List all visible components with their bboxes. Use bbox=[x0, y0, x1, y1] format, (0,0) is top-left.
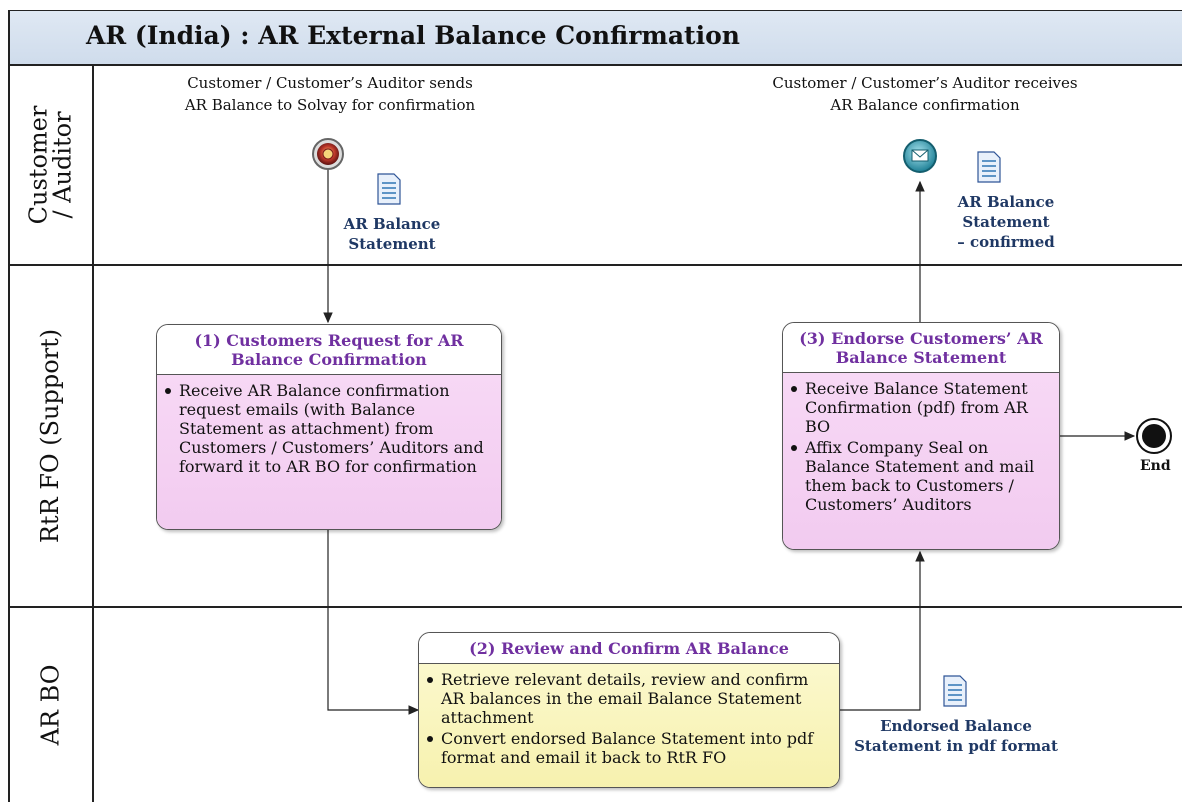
doc-label-line: AR Balance bbox=[957, 193, 1055, 211]
step-3-task: (3) Endorse Customers’ AR Balance Statem… bbox=[782, 322, 1060, 550]
doc-label-ar-balance-confirmed: AR Balance Statement – confirmed bbox=[946, 192, 1066, 252]
end-event-label: End bbox=[1140, 458, 1171, 474]
flow-step1-to-step2 bbox=[327, 530, 420, 715]
lane-divider-2 bbox=[8, 606, 1182, 608]
start-event-icon bbox=[312, 138, 344, 170]
diagram-title: AR (India) : AR External Balance Confirm… bbox=[86, 21, 740, 50]
start-event-caption: Customer / Customer’s Auditor sends AR B… bbox=[170, 72, 490, 116]
step-2-bullet: Retrieve relevant details, review and co… bbox=[425, 670, 831, 727]
lane-header-divider bbox=[92, 66, 94, 802]
step-3-bullet: Affix Company Seal on Balance Statement … bbox=[789, 438, 1051, 514]
step-1-body: Receive AR Balance confirmation request … bbox=[157, 375, 501, 529]
title-bar: AR (India) : AR External Balance Confirm… bbox=[8, 10, 1182, 66]
document-icon bbox=[377, 173, 401, 205]
step-1-bullet: Receive AR Balance confirmation request … bbox=[163, 381, 493, 476]
step-3-bullet: Receive Balance Statement Confirmation (… bbox=[789, 379, 1051, 436]
message-event-icon bbox=[903, 139, 937, 173]
step-1-bullets: Receive AR Balance confirmation request … bbox=[163, 381, 493, 476]
doc-label-line: Endorsed Balance bbox=[880, 717, 1032, 735]
caption-line: Customer / Customer’s Auditor sends bbox=[187, 74, 473, 92]
caption-line: Customer / Customer’s Auditor receives bbox=[772, 74, 1078, 92]
step-2-body: Retrieve relevant details, review and co… bbox=[419, 664, 839, 787]
step-2-bullet: Convert endorsed Balance Statement into … bbox=[425, 729, 831, 767]
step-3-title: (3) Endorse Customers’ AR Balance Statem… bbox=[783, 323, 1059, 373]
step-2-bullets: Retrieve relevant details, review and co… bbox=[425, 670, 831, 767]
step-2-task: (2) Review and Confirm AR Balance Retrie… bbox=[418, 632, 840, 788]
left-border bbox=[8, 10, 10, 802]
step-1-title: (1) Customers Request for AR Balance Con… bbox=[157, 325, 501, 375]
document-icon bbox=[977, 151, 1001, 183]
step-1-task: (1) Customers Request for AR Balance Con… bbox=[156, 324, 502, 530]
end-event-icon bbox=[1136, 418, 1172, 454]
doc-label-line: Statement in pdf format bbox=[854, 737, 1058, 755]
doc-label-endorsed-pdf: Endorsed Balance Statement in pdf format bbox=[846, 716, 1066, 756]
step-3-bullets: Receive Balance Statement Confirmation (… bbox=[789, 379, 1051, 514]
flow-step2-to-step3 bbox=[840, 550, 925, 711]
doc-label-line: AR Balance bbox=[343, 215, 441, 233]
doc-label-ar-balance-statement: AR Balance Statement bbox=[330, 214, 454, 254]
caption-line: AR Balance to Solvay for confirmation bbox=[184, 96, 476, 114]
lane-divider-1 bbox=[8, 264, 1182, 266]
doc-label-line: Statement bbox=[348, 235, 436, 253]
doc-label-line: Statement bbox=[962, 213, 1050, 231]
step-2-title: (2) Review and Confirm AR Balance bbox=[419, 633, 839, 664]
document-icon bbox=[943, 675, 967, 707]
end-message-caption: Customer / Customer’s Auditor receives A… bbox=[740, 72, 1110, 116]
step-3-body: Receive Balance Statement Confirmation (… bbox=[783, 373, 1059, 549]
doc-label-line: – confirmed bbox=[957, 233, 1055, 251]
caption-line: AR Balance confirmation bbox=[830, 96, 1020, 114]
